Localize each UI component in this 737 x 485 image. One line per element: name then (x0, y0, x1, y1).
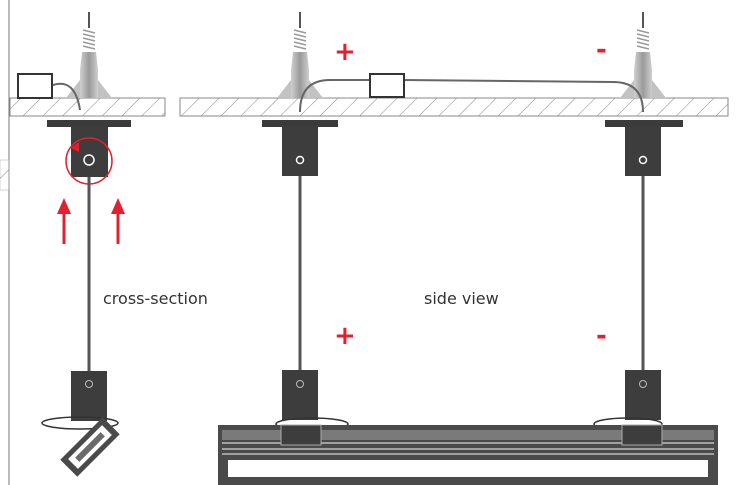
luminaire-beam (218, 424, 718, 485)
wall-fragment (0, 159, 10, 191)
suspension-right (593, 12, 683, 431)
polarity-plus-mid: + (334, 321, 356, 351)
polarity-minus-top: - (596, 35, 607, 65)
connector-block (17, 73, 53, 99)
suspension-middle (262, 12, 349, 431)
arrow-up-icon-right (111, 198, 125, 244)
ceiling-slab-left (9, 97, 166, 117)
suspension-left (17, 12, 131, 477)
label-cross-section: cross-section (103, 289, 208, 308)
polarity-minus-mid: - (596, 321, 607, 351)
connector-block-side (369, 73, 405, 98)
ceiling-slab-right (179, 97, 729, 117)
label-side-view: side view (424, 289, 499, 308)
power-wire-side (299, 73, 644, 113)
arrow-up-icon-left (57, 198, 71, 244)
polarity-plus-top: + (334, 37, 356, 67)
